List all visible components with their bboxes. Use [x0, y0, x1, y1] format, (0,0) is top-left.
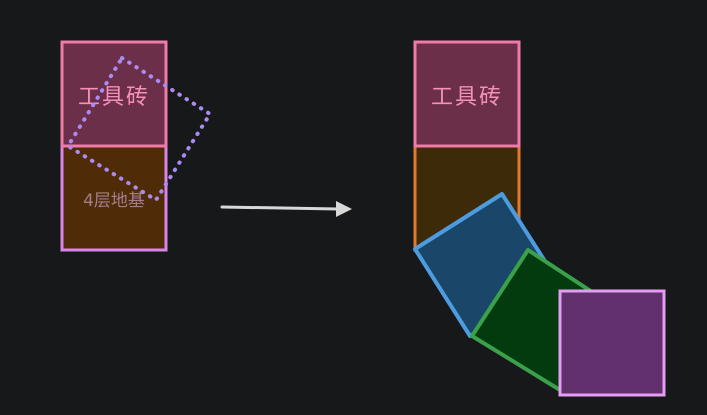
left-base-block — [60, 144, 168, 252]
right-tool-tile-label: 工具砖 — [431, 85, 503, 110]
left-stack: 工具砖 4层地基 — [60, 40, 213, 252]
transition-arrow — [220, 201, 352, 217]
arrow-shaft — [220, 205, 340, 211]
arrow-head — [336, 201, 352, 217]
right-tool-tile — [413, 40, 521, 148]
left-tool-tile-label: 工具砖 — [78, 85, 150, 110]
purple-block — [558, 289, 666, 397]
dotted-rotated-outline — [65, 55, 213, 203]
right-stack: 工具砖 — [413, 40, 666, 397]
left-base-label: 4层地基 — [83, 191, 145, 211]
